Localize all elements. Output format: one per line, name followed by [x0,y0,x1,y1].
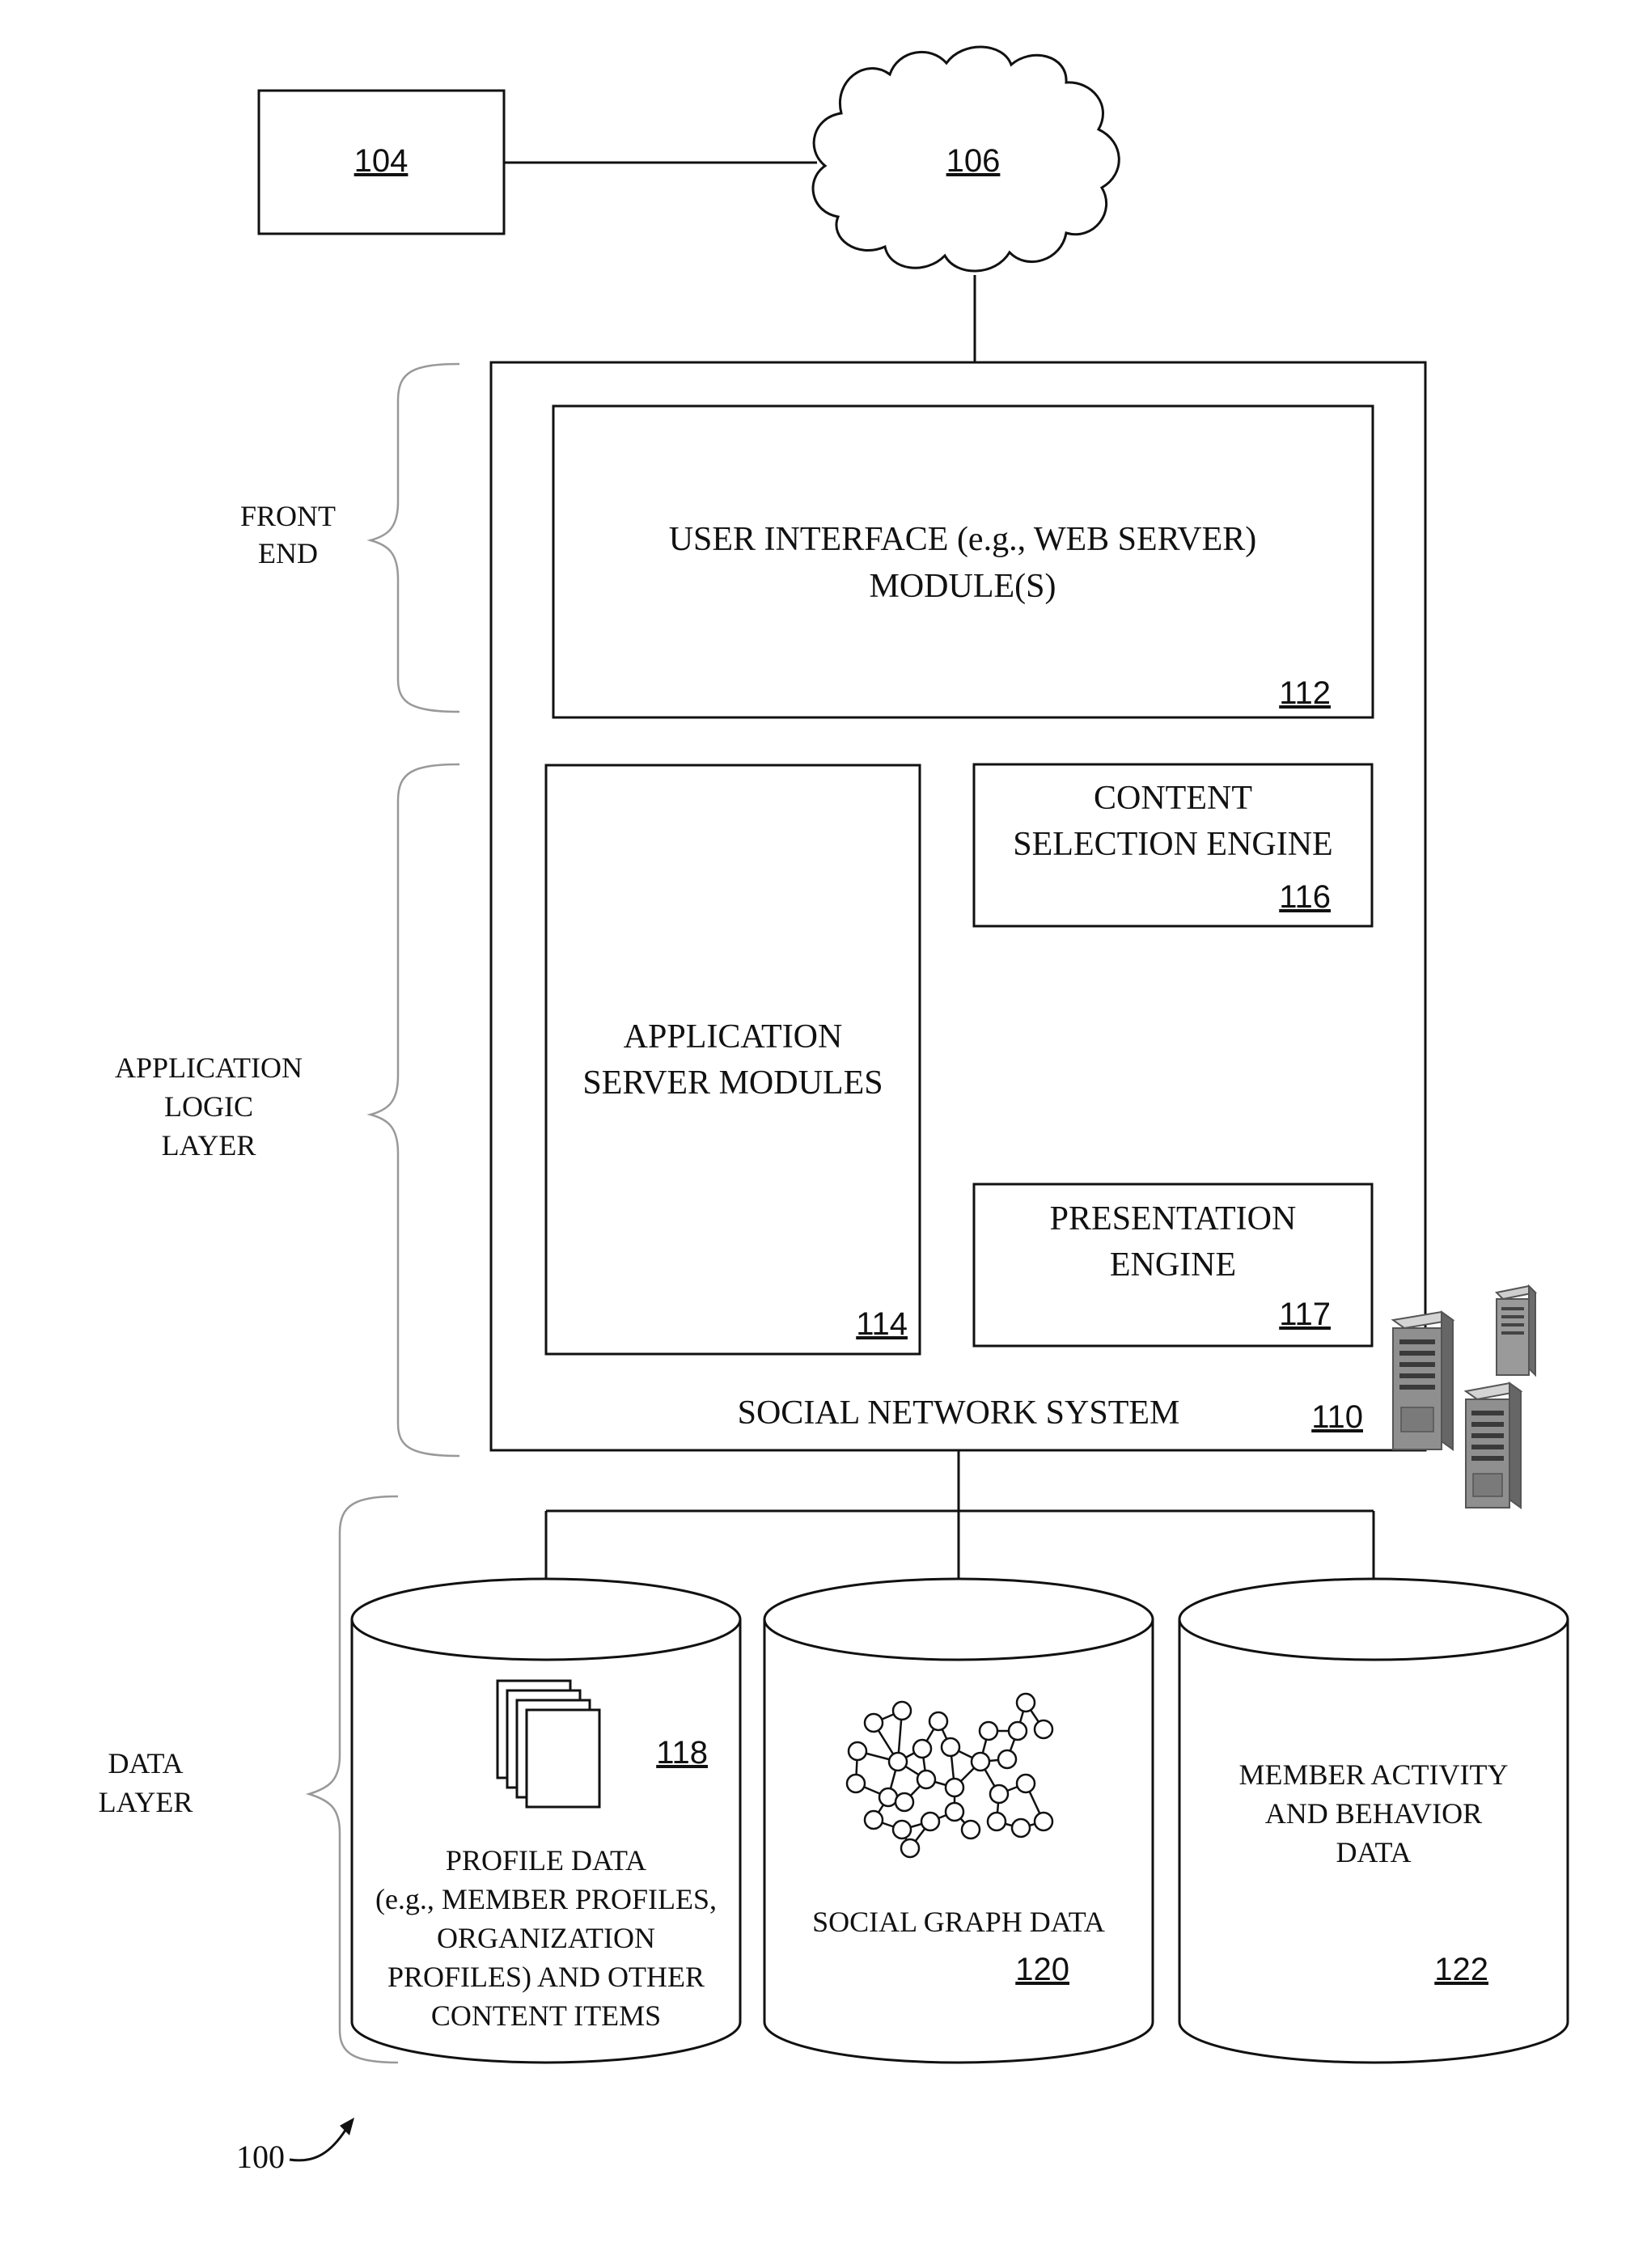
application-logic-label-line-1: APPLICATION [115,1051,303,1084]
figure-reference: 100 [236,2118,354,2175]
front-end-label-line-1: FRONT [240,500,336,532]
data-layer-label-line-2: LAYER [99,1786,193,1818]
presentation-label-line-2: ENGINE [1110,1246,1236,1284]
social-network-system-label: SOCIAL NETWORK SYSTEM [738,1394,1180,1432]
network-cloud-node: 106 [813,47,1119,271]
figure-pointer-arrow [290,2129,346,2160]
profile-data-label-line-4: PROFILES) AND OTHER [387,1961,705,1993]
app-server-label-line-1: APPLICATION [624,1018,843,1056]
profile-data-label-line-3: ORGANIZATION [437,1922,655,1954]
client-device-ref: 104 [354,143,409,179]
presentation-ref: 117 [1279,1297,1331,1332]
profile-data-store: 118 PROFILE DATA (e.g., MEMBER PROFILES,… [352,1579,740,2063]
application-server-modules-box: APPLICATION SERVER MODULES 114 [546,765,920,1354]
network-ref: 106 [946,143,1001,179]
front-end-brace [370,364,459,712]
content-selection-engine-box: CONTENT SELECTION ENGINE 116 [974,764,1372,926]
data-layer-label-line-1: DATA [108,1747,183,1779]
arrowhead-icon [340,2118,354,2135]
social-graph-ref: 120 [1015,1952,1069,1987]
profile-data-ref: 118 [656,1735,708,1771]
member-activity-data-store: MEMBER ACTIVITY AND BEHAVIOR DATA 122 [1179,1579,1568,2063]
figure-ref: 100 [236,2139,285,2175]
user-interface-module-box: USER INTERFACE (e.g., WEB SERVER) MODULE… [553,406,1373,717]
client-device-node: 104 [259,91,504,234]
member-activity-label-line-1: MEMBER ACTIVITY [1239,1758,1509,1791]
documents-icon [497,1681,599,1807]
social-graph-data-store: SOCIAL GRAPH DATA 120 [764,1579,1153,2063]
member-activity-label-line-2: AND BEHAVIOR [1265,1797,1482,1830]
member-activity-ref: 122 [1434,1952,1488,1987]
social-network-system-ref: 110 [1311,1399,1363,1435]
ui-module-label-line-2: MODULE(S) [870,568,1056,605]
content-selection-ref: 116 [1279,879,1331,915]
app-server-label-line-2: SERVER MODULES [582,1064,883,1102]
presentation-label-line-1: PRESENTATION [1050,1200,1297,1238]
app-server-ref: 114 [856,1306,908,1342]
servers-icon [1393,1286,1535,1508]
front-end-label-line-2: END [258,537,318,569]
member-activity-label-line-3: DATA [1336,1836,1411,1868]
profile-data-label-line-1: PROFILE DATA [446,1844,646,1877]
content-selection-label-line-1: CONTENT [1094,780,1252,817]
ui-module-ref: 112 [1279,675,1331,711]
application-logic-label-line-2: LOGIC [164,1090,253,1123]
social-graph-label: SOCIAL GRAPH DATA [812,1906,1105,1938]
profile-data-label-line-5: CONTENT ITEMS [431,1999,661,2032]
profile-data-label-line-2: (e.g., MEMBER PROFILES, [375,1883,717,1915]
application-logic-brace [370,764,459,1456]
application-logic-label-line-3: LAYER [162,1129,256,1162]
presentation-engine-box: PRESENTATION ENGINE 117 [974,1184,1372,1346]
ui-module-label-line-1: USER INTERFACE (e.g., WEB SERVER) [669,521,1257,558]
content-selection-label-line-2: SELECTION ENGINE [1013,826,1332,863]
social-network-system-box: USER INTERFACE (e.g., WEB SERVER) MODULE… [491,362,1425,1450]
